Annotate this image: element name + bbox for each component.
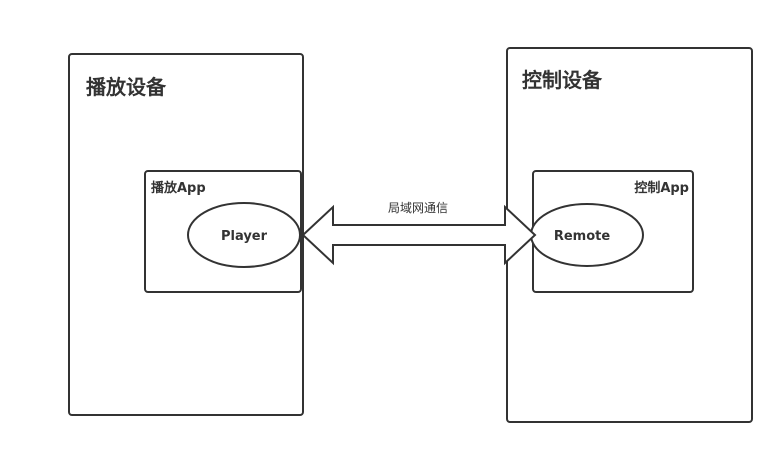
remote-node-label: Remote [554,229,611,244]
control-device-group: 控制设备 控制App Remote [506,47,753,423]
connection-label: 局域网通信 [388,201,448,215]
bidirectional-arrow [301,204,537,266]
player-device-title: 播放设备 [86,75,167,99]
control-device-title: 控制设备 [522,68,603,92]
player-node-label: Player [221,229,268,244]
player-app-label: 播放App [151,180,206,196]
player-node [187,202,301,268]
connection-group: 局域网通信 [301,201,537,266]
control-app-label: 控制App [634,180,689,196]
player-device-group: 播放设备 播放App Player [68,53,304,416]
